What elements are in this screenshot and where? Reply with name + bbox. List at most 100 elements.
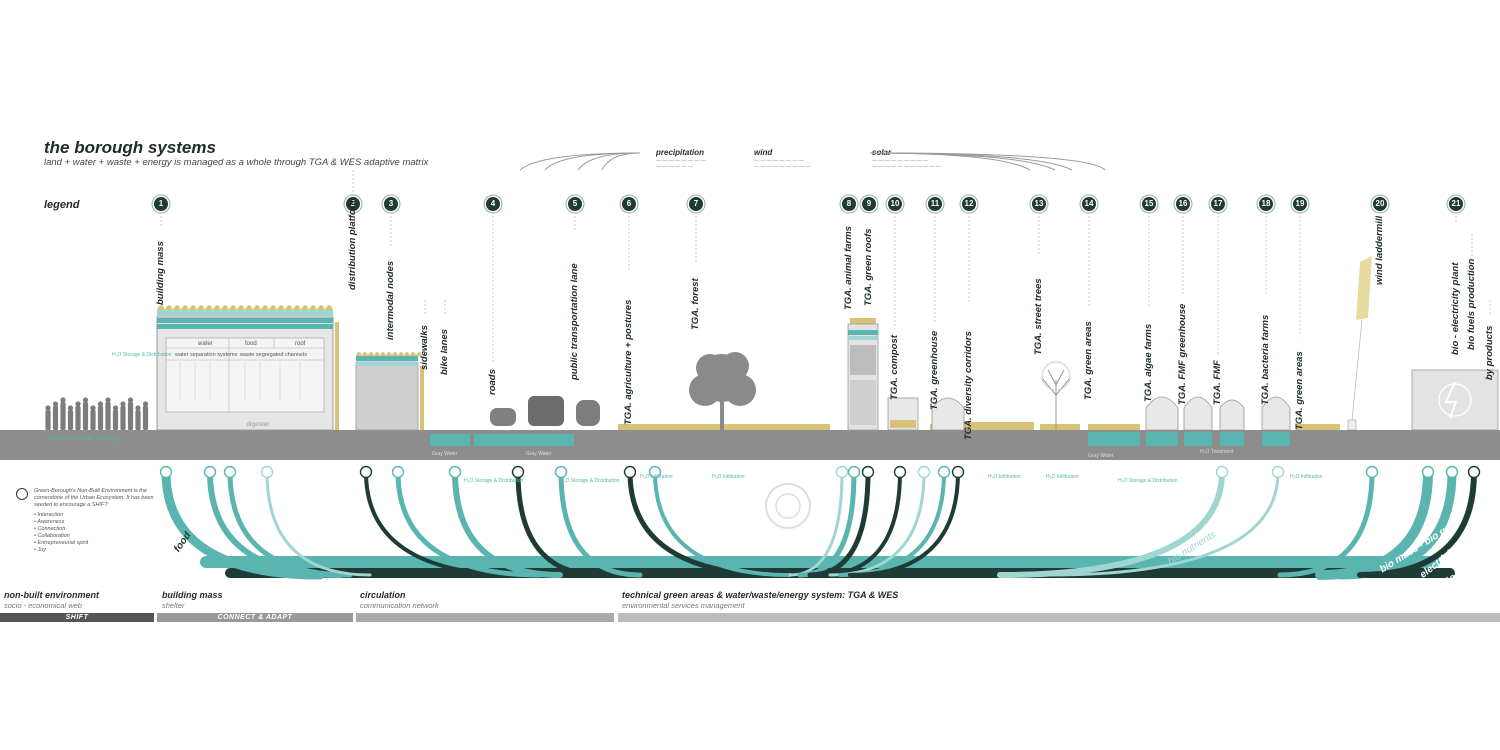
phase-shift-label: SHIFT (65, 614, 89, 621)
element-number-badge: 14 (1082, 197, 1096, 211)
flow-node-icon (861, 465, 875, 479)
note-list-item: • Interaction (34, 512, 64, 518)
note-list-item: • Entrepreneurial spirit (34, 540, 89, 546)
person-figure (105, 397, 111, 430)
gray-water-label-3: Gray Water (1088, 453, 1114, 459)
vehicles (430, 396, 600, 446)
h2o-treatment-label: H₂O Treatment (1200, 449, 1234, 455)
person-figure (127, 397, 134, 430)
element-label: bio fuels production (1466, 258, 1477, 350)
page-subtitle: land + water + waste + energy is managed… (44, 157, 429, 168)
building-food-text: food (245, 341, 257, 347)
gray-water-label-1: Gray Water (432, 451, 458, 457)
wind-laddermill (1347, 256, 1372, 431)
precipitation-arrow-2 (544, 152, 641, 171)
element-label: TGA. FMF greenhouse (1177, 303, 1188, 405)
element-label: TGA. green roofs (863, 228, 874, 306)
person-figure (90, 405, 96, 430)
element-label: TGA. greenhouse (929, 330, 940, 410)
flow-ribbon (848, 470, 960, 577)
flow-node-icon (359, 465, 373, 479)
flow-node-icon (847, 465, 861, 479)
note-list-item: • Collaboration (34, 533, 70, 539)
flow-node-icon (835, 465, 849, 479)
tga-domes (1145, 396, 1291, 431)
street-tree (1041, 361, 1071, 430)
flow-ribbon (997, 469, 1225, 578)
person-figure (142, 401, 149, 430)
building-water-text: water (197, 341, 213, 347)
flow-node-icon (1271, 465, 1285, 479)
person-figure (112, 405, 119, 430)
element-number-badge: 20 (1373, 197, 1387, 211)
element-number-badge: 13 (1032, 197, 1046, 211)
element-number-badge: 9 (862, 197, 876, 211)
element-label: TGA. bacteria farms (1260, 314, 1271, 405)
section-circulation-sub: communication network (360, 601, 439, 610)
note-list: • Interaction• Awareness• Connection• Co… (34, 512, 88, 554)
person-figure (52, 401, 59, 430)
flow-node-icon (223, 465, 237, 479)
note-list-item: • Connection (34, 526, 66, 532)
element-number-badge: 6 (622, 197, 636, 211)
element-number-badge: 2 (346, 197, 360, 211)
animal-farm-tower (847, 323, 879, 431)
wind-label: wind (754, 148, 773, 157)
element-number-badge: 1 (154, 197, 168, 211)
note-icon (16, 488, 28, 500)
element-number-badge: 16 (1176, 197, 1190, 211)
element-label: TGA. green areas (1083, 321, 1094, 400)
precipitation-detail: — — — — — — — —— — — — — — (656, 158, 706, 170)
element-number-badge: 3 (384, 197, 398, 211)
element-number-badge: 5 (568, 197, 582, 211)
section-tga-title: technical green areas & water/waste/ener… (622, 590, 899, 600)
person-figure (82, 397, 89, 430)
element-number-badge: 8 (842, 197, 856, 211)
section-non-built-title: non-built environment (4, 590, 99, 600)
flow-node-icon (951, 465, 965, 479)
bio-electricity-plant (1411, 369, 1499, 431)
flow-node-icon (648, 465, 662, 479)
flow-node-icon (893, 465, 907, 479)
element-label: building mass (155, 241, 166, 305)
flow-ribbon (558, 469, 643, 578)
bus (528, 396, 564, 426)
sidewalk-strip (430, 434, 470, 446)
h2o-infiltration-label-5: H₂O Infiltration (1290, 474, 1323, 480)
person-figure (120, 401, 126, 430)
flow-ribbon (364, 470, 522, 577)
flow-ribbon (395, 469, 543, 578)
element-label: TGA. diversity corridors (963, 331, 974, 440)
flow-node-icon (448, 465, 462, 479)
element-label: TGA. street trees (1033, 278, 1044, 355)
solar-label: solar (872, 148, 892, 157)
person-figure (75, 401, 81, 430)
phase-connect-label: CONNECT & ADAPT (217, 614, 293, 621)
flow-node-icon (1215, 465, 1229, 479)
flow-ribbon (515, 469, 603, 578)
person-figure (45, 405, 51, 430)
element-label: sidewalks (419, 325, 430, 370)
flow-ribbon (1357, 469, 1477, 578)
h2o-storage-label-2: H₂O Storage & Distribution (464, 478, 524, 484)
h2o-infiltration-label-4: H₂O Infiltration (1046, 474, 1079, 480)
flow-node-icon (1467, 465, 1481, 479)
element-label: bike lanes (439, 329, 450, 375)
shift-bar (0, 613, 154, 622)
element-label: public transportation lane (569, 263, 580, 380)
flow-ribbon (1277, 469, 1375, 578)
lightning-icon (1444, 381, 1458, 419)
flow-ribbon (653, 470, 792, 577)
flow-ribbon (161, 467, 325, 580)
ground-band (0, 430, 1500, 460)
flow-ribbon (265, 470, 372, 577)
building-mass (156, 305, 339, 431)
intermodal-node-building (355, 352, 424, 431)
element-number-badge: 10 (888, 197, 902, 211)
connect-bar (157, 613, 353, 622)
note-list-item: • Joy (34, 547, 47, 553)
flow-node-icon (391, 465, 405, 479)
flow-ribbon (1048, 470, 1280, 577)
h2o-storage-label-3: H₂O Storage & Distribution (560, 478, 620, 484)
